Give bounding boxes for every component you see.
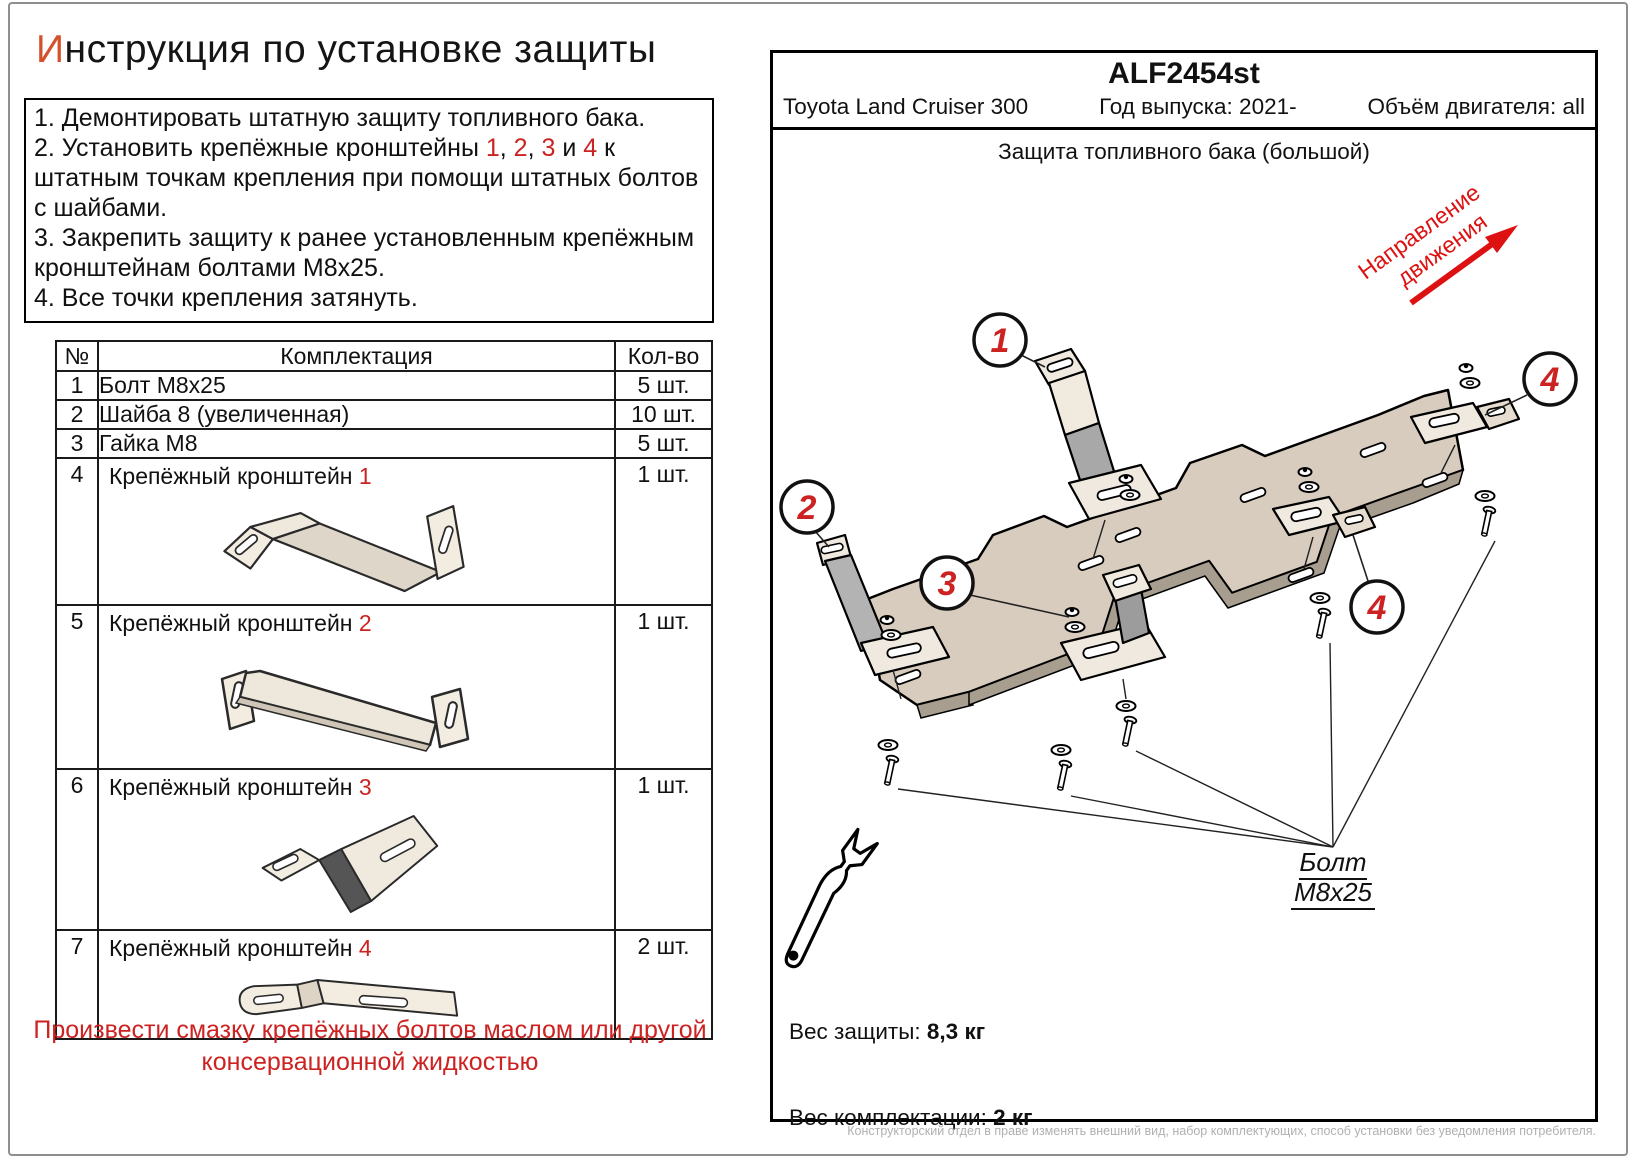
col-header-qty: Кол-во <box>614 340 713 372</box>
diagram-bracket-4-top <box>1409 363 1521 474</box>
installation-steps: 1. Демонтировать штатную защиту топливно… <box>24 98 714 323</box>
bolt-leader-lines <box>897 540 1496 848</box>
table-row: 1 Болт М8х25 5 шт. <box>55 370 713 401</box>
step-2: 2. Установить крепёжные кронштейны 1, 2,… <box>34 134 699 222</box>
title-rest: нструкция по установке защиты <box>64 28 657 71</box>
bolt-size-label: Болт М8х25 <box>1291 847 1375 910</box>
protection-plate <box>863 388 1465 719</box>
product-panel: ALF2454st Toyota Land Cruiser 300 Год вы… <box>770 50 1598 1130</box>
step-4: 4. Все точки крепления затянуть. <box>34 284 418 312</box>
direction-arrow <box>1409 225 1518 306</box>
bracket-4-image <box>238 979 458 1017</box>
svg-text:1: 1 <box>991 322 1010 360</box>
table-row: 3 Гайка М8 5 шт. <box>55 428 713 459</box>
table-row-bracket-4: 7 Крепёжный кронштейн 4 2 шт. <box>55 929 713 1040</box>
bracket-ref-3: 3 <box>541 134 556 162</box>
table-row-bracket-3: 6 Крепёжный кронштейн 3 1 шт. <box>55 768 713 931</box>
bracket-4-figure <box>99 966 614 1038</box>
diagram-bracket-3 <box>1059 563 1167 700</box>
page-title: Инструкция по установке защиты <box>36 28 656 72</box>
bracket-1-figure <box>99 494 614 604</box>
engine-volume: Объём двигателя: all <box>1367 94 1585 119</box>
svg-text:4: 4 <box>1367 589 1387 627</box>
spec-weight: Вес защиты: 8,3 кг <box>789 1019 986 1044</box>
callout-3: 3 <box>919 555 975 611</box>
part-code: ALF2454st <box>1108 57 1260 90</box>
vehicle-name: Toyota Land Cruiser 300 <box>783 94 1029 119</box>
page-border <box>8 2 1628 1156</box>
callouts: 1 2 3 4 4 <box>779 312 1578 635</box>
assembly-diagram-svg: Направление движения <box>779 179 1578 969</box>
diagram-bracket-2 <box>815 533 951 700</box>
parts-table: № Комплектация Кол-во 1 Болт М8х25 5 шт.… <box>55 340 713 1040</box>
diagram-bracket-1 <box>1033 347 1163 560</box>
bracket-ref-4: 4 <box>583 134 598 162</box>
vehicle-year: Год выпуска: 2021- <box>1099 94 1297 119</box>
table-row-bracket-2: 5 Крепёжный кронштейн 2 1 шт. <box>55 604 713 770</box>
spec-list: Вес защиты: 8,3 кг Вес комплектации: 2 к… <box>789 961 1120 1168</box>
callout-2: 2 <box>779 479 835 535</box>
bracket-3-figure <box>99 805 614 929</box>
svg-text:2: 2 <box>797 489 817 527</box>
lubrication-note: Произвести смазку крепёжных болтов масло… <box>33 1016 707 1076</box>
table-header-row: № Комплектация Кол-во <box>55 340 713 372</box>
plate-slots <box>894 442 1449 685</box>
product-subtitle: Защита топливного бака (большой) <box>998 139 1370 164</box>
table-row-bracket-1: 4 Крепёжный кронштейн 1 1 шт. <box>55 457 713 606</box>
svg-text:Болт: Болт <box>1299 847 1366 877</box>
title-initial: И <box>36 28 65 71</box>
bracket-3-image <box>261 815 438 913</box>
callout-leader-lines <box>814 354 1528 618</box>
col-header-name: Комплектация <box>97 340 616 372</box>
svg-text:3: 3 <box>938 565 957 603</box>
assembly-diagram: Направление движения <box>773 165 1595 999</box>
svg-text:4: 4 <box>1540 361 1560 399</box>
bracket-2-figure <box>99 641 614 765</box>
bracket-ref-2: 2 <box>513 134 528 162</box>
manufacturer-disclaimer: Конструкторский отдел в праве изменять в… <box>847 1124 1596 1138</box>
fastener-sets <box>877 490 1497 791</box>
step-3: 3. Закрепить защиту к ранее установленны… <box>34 224 695 282</box>
callout-1: 1 <box>972 312 1028 368</box>
diagram-bracket-4-mid <box>1271 467 1377 570</box>
callout-4a: 4 <box>1522 351 1578 407</box>
bracket-ref-1: 1 <box>485 134 500 162</box>
svg-text:М8х25: М8х25 <box>1294 877 1373 907</box>
col-header-num: № <box>55 340 99 372</box>
vehicle-info-row: Toyota Land Cruiser 300 Год выпуска: 202… <box>773 94 1595 130</box>
callout-4b: 4 <box>1349 579 1405 635</box>
bracket-2-image <box>220 669 469 752</box>
wrench-icon <box>784 827 879 969</box>
bracket-1-image <box>222 505 465 593</box>
spec-kit-weight: Вес комплектации: 2 кг <box>789 1104 1033 1130</box>
step-1: 1. Демонтировать штатную защиту топливно… <box>34 104 646 132</box>
table-row: 2 Шайба 8 (увеличенная) 10 шт. <box>55 399 713 430</box>
